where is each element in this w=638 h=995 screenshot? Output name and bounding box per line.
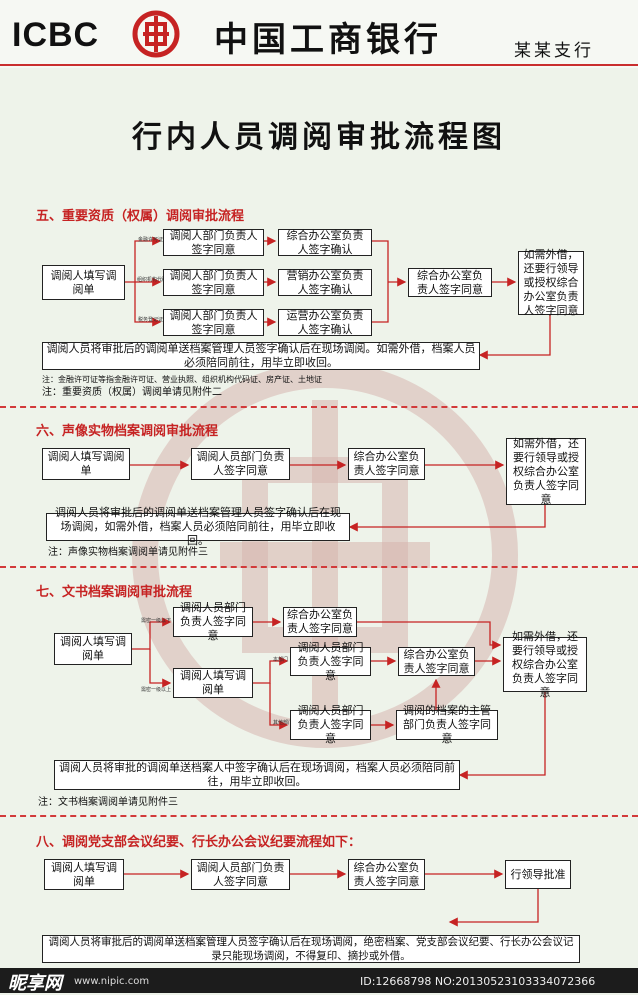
flow-step: 调阅人填写调阅单 xyxy=(44,859,124,890)
flow-step: 综合办公室负责人签字同意 xyxy=(348,859,425,890)
branch-label: 需密一级以上 xyxy=(141,687,172,693)
flow-step: 调阅人填写调阅单 xyxy=(54,633,132,665)
branch-label: 其他部门 xyxy=(273,720,294,726)
flow-step: 调阅人部门负责人签字同意 xyxy=(163,309,264,336)
flow-step: 调阅人员将审批的调阅单送档案人中签字确认后在现场调阅，档案人员必须陪同前往，用毕… xyxy=(54,760,460,790)
flow-step: 调阅的档案的主管部门负责人签字同意 xyxy=(396,704,498,745)
flow-step: 综合办公室负责人签字同意 xyxy=(408,268,492,297)
note: 注：文书档案调阅单请见附件三 xyxy=(38,797,178,808)
flow-step: 调阅人员将审批后的调阅单送档案管理人员签字确认后在现场调阅。如需外借，档案人员必… xyxy=(42,342,480,370)
icbc-logo-icon xyxy=(132,10,180,58)
header xyxy=(0,0,638,68)
flow-step: 运营办公室负责人签字确认 xyxy=(278,309,372,336)
flow-step: 调阅人填写调阅单 xyxy=(42,448,130,480)
flow-step: 调阅人员部门负责人签字同意 xyxy=(191,448,290,480)
site-url: www.nipic.com xyxy=(74,976,150,987)
flow-step: 调阅人员将审批后的调阅单送档案管理人员签字确认后在现场调阅，绝密档案、党支部会议… xyxy=(42,935,580,963)
flow-step: 如需外借，还要行领导或授权综合办公室负责人签字同意 xyxy=(518,248,584,317)
image-id: ID:12668798 NO:20130523103334072366 xyxy=(360,975,596,988)
flow-step: 行领导批准 xyxy=(505,860,571,889)
flow-step: 综合办公室负责人签字同意 xyxy=(398,647,475,676)
flow-step: 调阅人部门负责人签字同意 xyxy=(163,229,264,256)
branch-label: 需密一级以下 xyxy=(141,618,172,624)
header-divider xyxy=(0,64,638,66)
branch-label: 组织机构代码证 xyxy=(137,277,173,283)
flow-step: 调阅人员部门负责人签字同意 xyxy=(290,641,371,682)
section-title: 五、重要资质（权属）调阅审批流程 xyxy=(36,209,245,224)
flow-step: 调阅人填写调阅单 xyxy=(42,265,125,300)
flow-step: 调阅人填写调阅单 xyxy=(173,668,253,698)
flow-step: 调阅人员将审批后的调阅单送档案管理人员签字确认后在现场调阅，如需外借，档案人员必… xyxy=(46,506,350,547)
flow-step: 调阅人员部门负责人签字同意 xyxy=(290,704,371,745)
brand-en: ICBC xyxy=(12,16,100,54)
branch-label: 税务登记证 xyxy=(138,317,164,323)
flow-step: 综合办公室负责人签字确认 xyxy=(278,229,372,256)
footer-watermark xyxy=(0,968,638,993)
branch-label: 金融许可证 xyxy=(138,237,164,243)
flow-step: 综合办公室负责人签字同意 xyxy=(283,607,357,637)
brand-cn: 中国工商银行 xyxy=(214,20,442,60)
site-logo: 昵享网 xyxy=(8,973,62,994)
note: 注：声像实物档案调阅单请见附件三 xyxy=(48,547,208,558)
branch-label: 本部门 xyxy=(273,657,289,663)
flow-step: 调阅人员部门负责人签字同意 xyxy=(191,859,290,890)
section-title: 八、调阅党支部会议纪要、行长办公会议纪要流程如下： xyxy=(36,835,362,850)
section-divider xyxy=(0,566,638,568)
section-title: 六、声像实物档案调阅审批流程 xyxy=(36,424,219,439)
flow-step: 如需外借，还要行领导或授权综合办公室负责人签字同意 xyxy=(506,437,586,506)
note: 注：金融许可证等指金融许可证、营业执照、组织机构代码证、房产证、土地证 xyxy=(42,375,322,384)
flow-step: 调阅人部门负责人签字同意 xyxy=(163,269,264,296)
flow-step: 营销办公室负责人签字确认 xyxy=(278,269,372,296)
section-divider xyxy=(0,815,638,817)
branch-name: 某某支行 xyxy=(514,41,594,61)
page-title: 行内人员调阅审批流程图 xyxy=(132,120,506,155)
section-title: 七、文书档案调阅审批流程 xyxy=(36,585,193,600)
flow-step: 如需外借，还要行领导或授权综合办公室负责人签字同意 xyxy=(503,630,587,699)
flow-step: 综合办公室负责人签字同意 xyxy=(348,448,425,480)
note: 注：重要资质（权属）调阅单请见附件二 xyxy=(42,387,222,398)
flow-step: 调阅人员部门负责人签字同意 xyxy=(173,601,253,642)
section-divider xyxy=(0,406,638,408)
